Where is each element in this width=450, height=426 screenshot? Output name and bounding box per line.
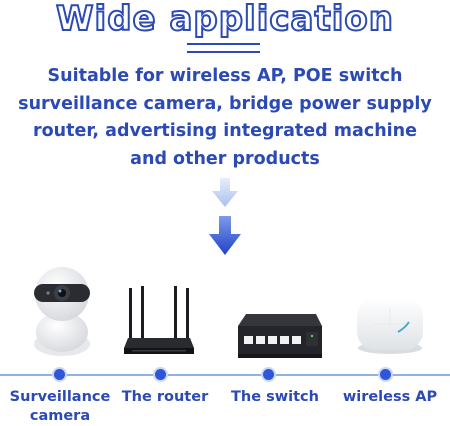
description-line: and other products xyxy=(130,148,320,169)
timeline-dot xyxy=(263,369,274,380)
description-line: surveillance camera, bridge power supply xyxy=(18,93,432,114)
product-label-wireless-ap: wireless AP xyxy=(342,389,438,405)
wireless-ap-icon xyxy=(357,298,423,354)
description-text: Suitable for wireless AP, POE switch sur… xyxy=(0,63,450,173)
arrow-down-light-icon xyxy=(212,178,238,207)
title-underline xyxy=(187,51,260,53)
timeline-dot xyxy=(155,369,166,380)
description-line: router, advertising integrated machine xyxy=(33,121,417,141)
page-title: Wide application xyxy=(55,0,394,39)
product-label-line: Surveillance xyxy=(9,389,111,405)
timeline xyxy=(0,374,450,376)
product-label-line: camera xyxy=(29,408,91,424)
description-line: Suitable for wireless AP, POE switch xyxy=(47,66,403,86)
surveillance-camera-icon xyxy=(34,267,90,356)
product-label-switch: The switch xyxy=(231,389,319,405)
product-label-router: The router xyxy=(121,389,209,405)
title-underline xyxy=(187,43,260,45)
router-icon xyxy=(124,286,194,354)
arrow-down-icon xyxy=(209,216,241,255)
switch-icon xyxy=(238,314,322,358)
timeline-dot xyxy=(380,369,391,380)
timeline-dot xyxy=(54,369,65,380)
product-label-surveillance-camera: Surveillance camera xyxy=(5,388,115,426)
